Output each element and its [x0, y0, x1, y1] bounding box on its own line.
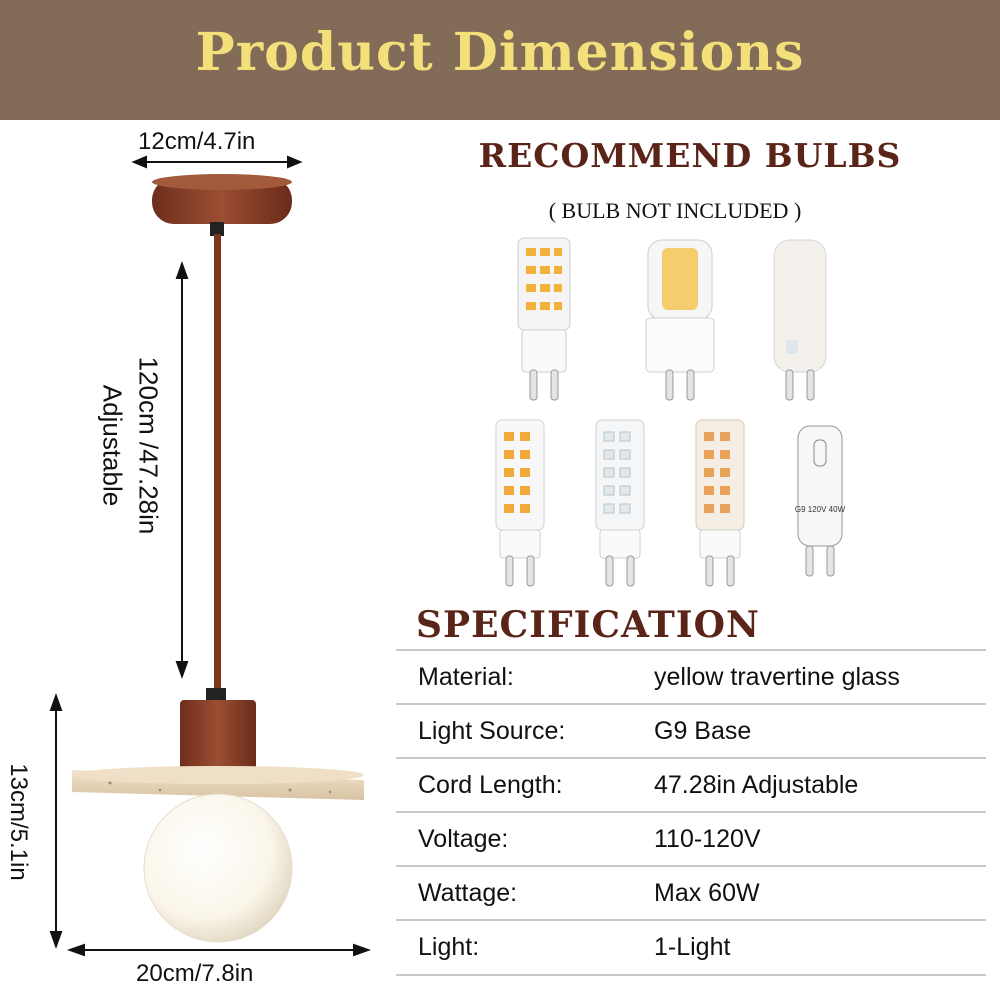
- canopy-width-label: 12cm/4.7in: [138, 128, 256, 155]
- bulb-not-included-note: ( BULB NOT INCLUDED ): [548, 198, 802, 223]
- shade-width-arrow: [67, 943, 371, 957]
- spec-label: Voltage:: [418, 825, 509, 853]
- spec-label: Wattage:: [418, 879, 518, 907]
- led-corn-bulb-clear: [695, 419, 745, 587]
- cob-led-bulb: [645, 239, 715, 401]
- led-corn-bulb: [517, 237, 571, 401]
- lamp-illustration: [49, 155, 371, 957]
- spec-row-cord-length: Cord Length: 47.28in Adjustable: [396, 757, 986, 812]
- spec-value: G9 Base: [654, 717, 752, 745]
- spec-row-light: Light: 1-Light: [396, 919, 986, 976]
- led-corn-bulb-warm: [495, 419, 545, 587]
- recommend-bulbs-title: RECOMMEND BULBS: [478, 136, 902, 175]
- shade-height-arrow: [49, 693, 63, 949]
- spec-row-wattage: Wattage: Max 60W: [396, 865, 986, 920]
- spec-row-material: Material: yellow travertine glass: [396, 649, 986, 704]
- halogen-bulb: G9 120V 40W: [795, 425, 846, 577]
- spec-label: Material:: [418, 663, 514, 691]
- spec-value: 110-120V: [654, 825, 761, 853]
- spec-value: 47.28in Adjustable: [654, 771, 859, 799]
- halogen-bulb-label: G9 120V 40W: [795, 505, 846, 514]
- bulb-gallery: G9 120V 40W: [495, 237, 846, 587]
- glass-globe: [143, 793, 293, 943]
- spec-label: Light:: [418, 933, 480, 961]
- wood-holder: [180, 700, 256, 780]
- cord-length-arrow: [175, 261, 189, 679]
- led-corn-bulb-cool: [595, 419, 645, 587]
- socket-cap: [206, 688, 226, 702]
- spec-value: yellow travertine glass: [654, 663, 900, 691]
- spec-label: Cord Length:: [418, 771, 563, 799]
- spec-value: Max 60W: [654, 879, 760, 907]
- spec-row-voltage: Voltage: 110-120V: [396, 811, 986, 866]
- canopy-width-arrow: [131, 155, 303, 169]
- spec-label: Light Source:: [418, 717, 566, 745]
- canopy: [152, 174, 292, 236]
- shade-width-label: 20cm/7.8in: [136, 960, 254, 987]
- frosted-led-bulb: [773, 239, 827, 401]
- header-banner: Product Dimensions: [0, 0, 1000, 120]
- page-title: Product Dimensions: [195, 22, 805, 83]
- specification-title: SPECIFICATION: [416, 604, 760, 646]
- spec-row-light-source: Light Source: G9 Base: [396, 703, 986, 758]
- travertine-shade: [72, 766, 364, 800]
- cord: [214, 234, 221, 694]
- spec-value: 1-Light: [654, 933, 731, 961]
